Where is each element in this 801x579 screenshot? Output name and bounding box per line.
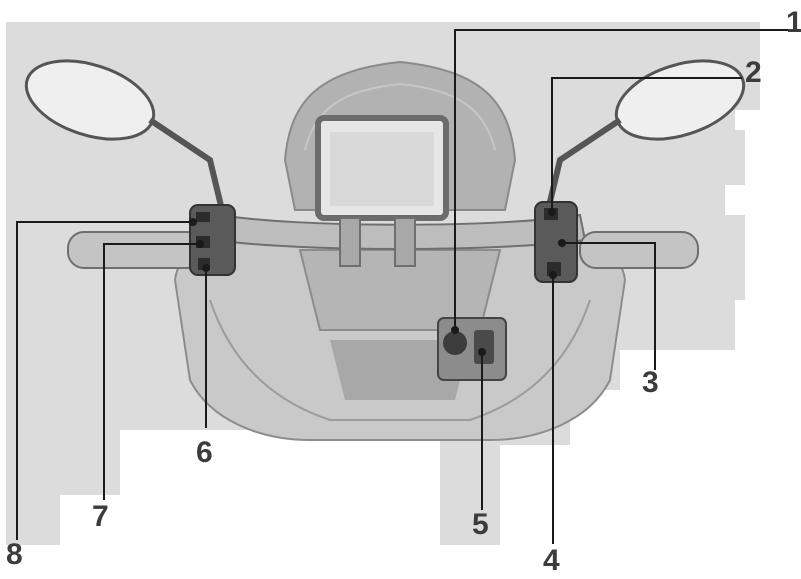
leader-line-1 xyxy=(454,29,790,330)
leader-dots xyxy=(189,208,566,356)
left-grip xyxy=(67,231,204,269)
leader-line-8 xyxy=(16,221,193,540)
callout-6: 6 xyxy=(196,436,213,469)
callout-4: 4 xyxy=(543,544,560,577)
callout-5: 5 xyxy=(472,508,489,541)
leader-line-7 xyxy=(103,243,200,500)
callout-8: 8 xyxy=(6,538,23,571)
right-grip xyxy=(579,231,699,269)
callout-1: 1 xyxy=(786,6,801,39)
leader-lines xyxy=(16,29,790,544)
left-switch-housing xyxy=(189,204,236,276)
callout-2: 2 xyxy=(745,56,762,89)
leader-line-3 xyxy=(562,242,656,370)
leader-line-2 xyxy=(551,77,742,212)
callout-3: 3 xyxy=(642,366,659,399)
callout-7: 7 xyxy=(92,500,109,533)
